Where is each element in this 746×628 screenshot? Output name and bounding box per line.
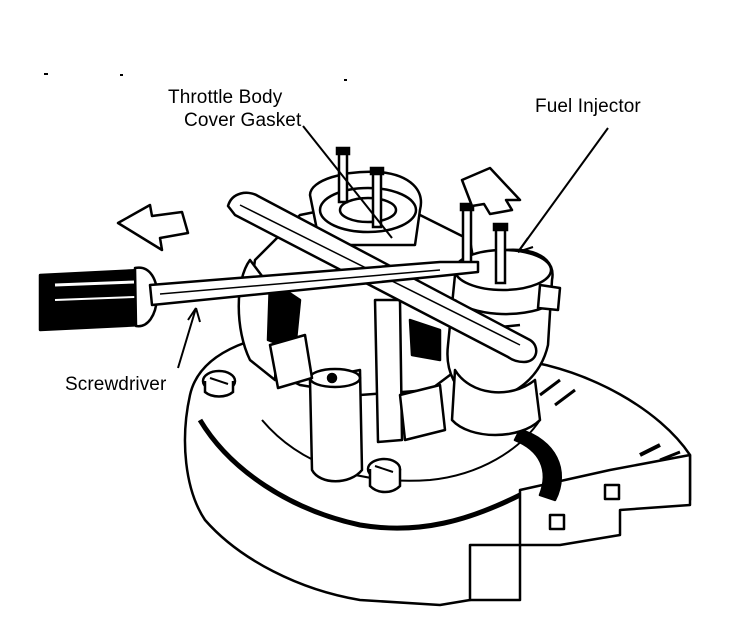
up-arrow-icon	[460, 166, 522, 216]
callout-labels: Throttle Body Cover Gasket Fuel Injector…	[65, 87, 641, 395]
throttle-body	[237, 170, 482, 483]
screwdriver	[38, 260, 480, 332]
stray-marks	[44, 73, 347, 81]
screwdriver-label: Screwdriver	[65, 374, 167, 395]
mounting-screws	[201, 369, 402, 494]
left-arrow-icon	[116, 203, 190, 252]
leader-lines	[177, 125, 609, 369]
throttle-body-label-line1: Throttle Body	[168, 87, 283, 108]
fuel-injector-label: Fuel Injector	[535, 96, 641, 117]
throttle-body-label-line2: Cover Gasket	[184, 110, 302, 131]
